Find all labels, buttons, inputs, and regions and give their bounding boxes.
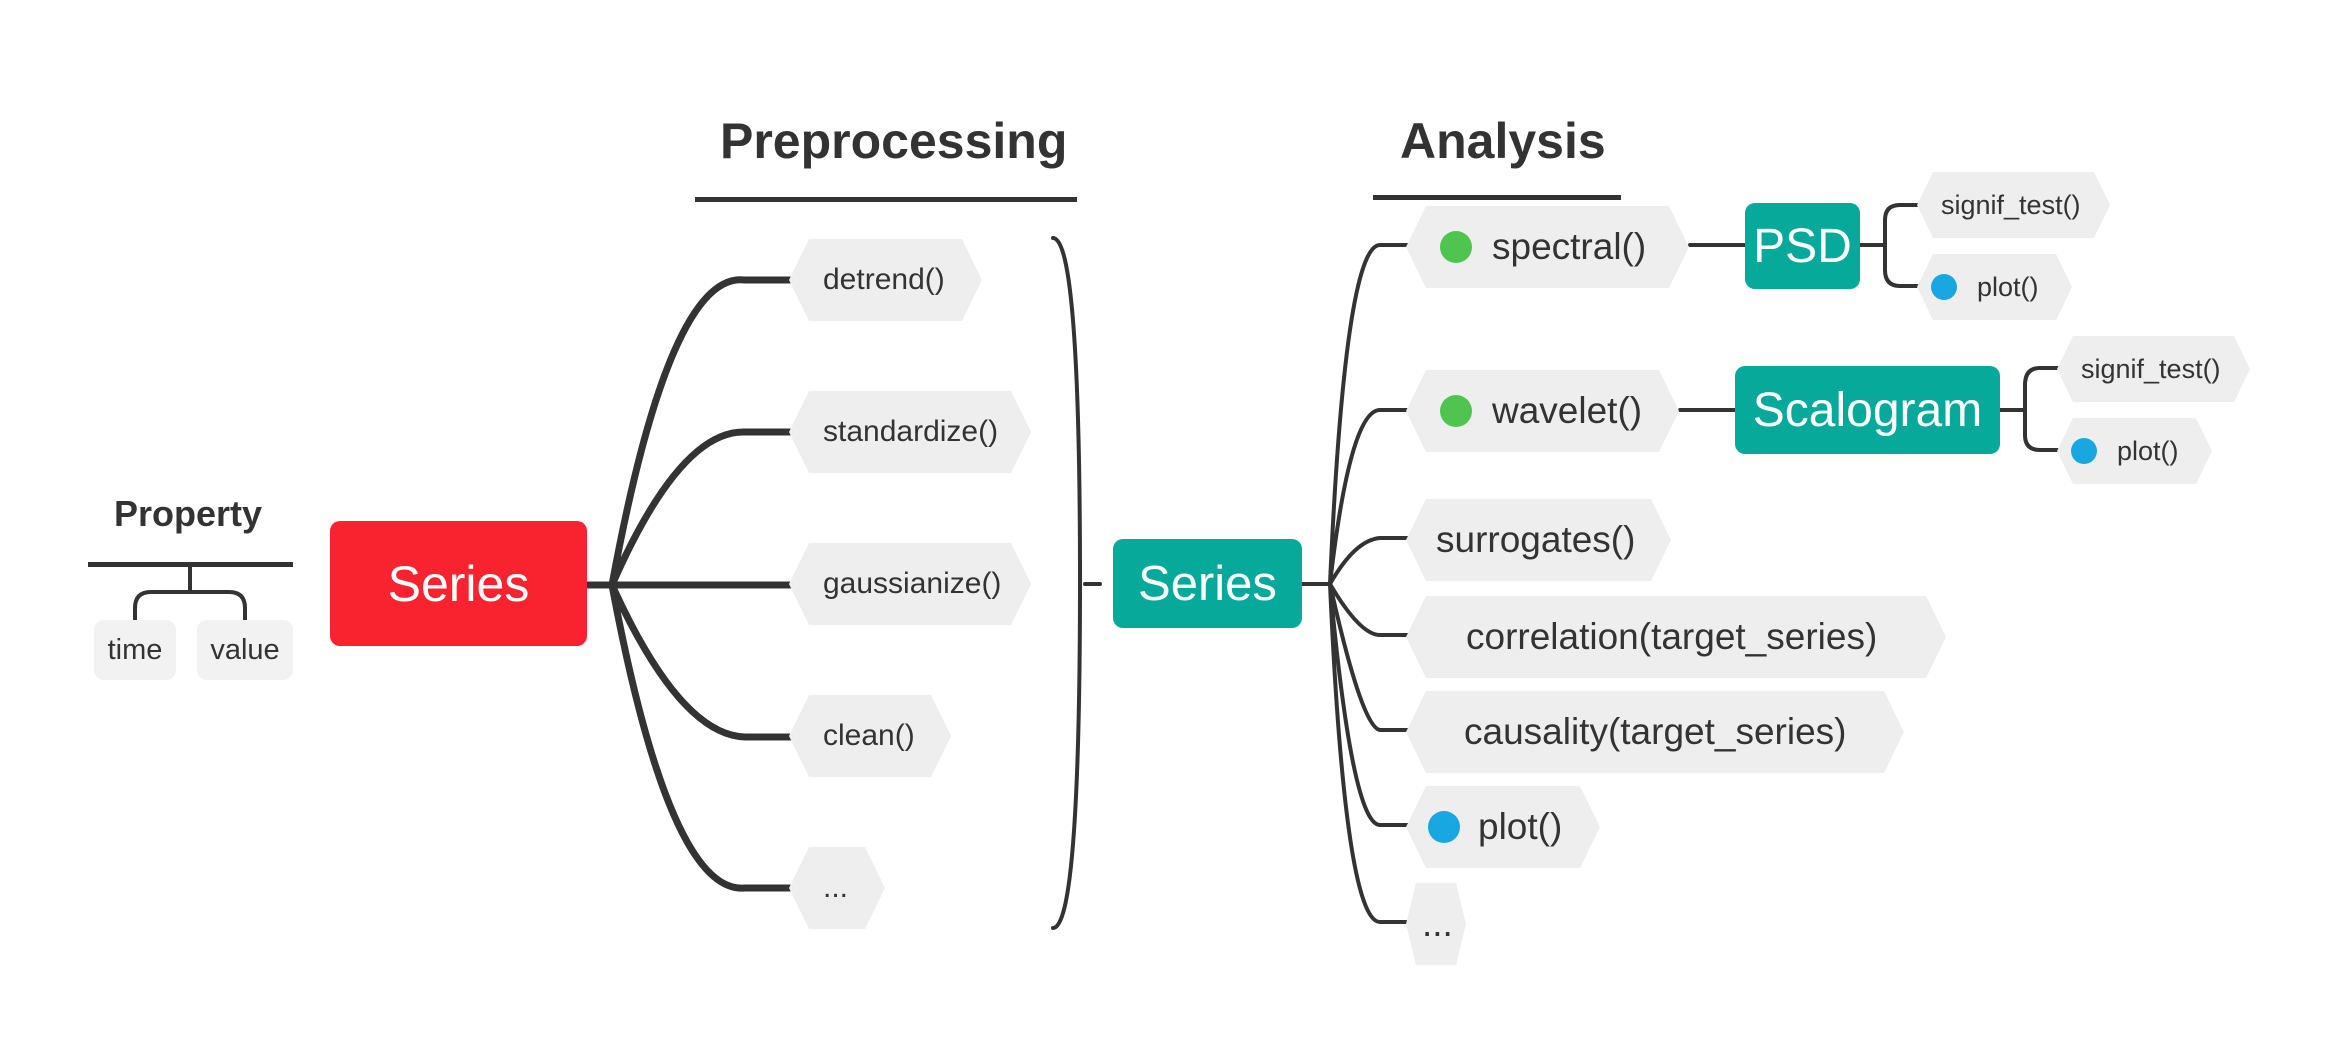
psd-plot: plot() (1917, 254, 2072, 320)
analysis-wavelet-label: wavelet() (1492, 390, 1643, 431)
analysis-heading: Analysis (1400, 113, 1606, 169)
preprocessing-bracket (1051, 236, 1083, 930)
preprocessing-standardize: standardize() (789, 391, 1031, 473)
analysis-plot-label: plot() (1478, 806, 1563, 847)
analysis-connector (1298, 243, 1410, 924)
blue-dot-icon (1931, 274, 1957, 300)
preprocessing-underline (695, 197, 1077, 202)
blue-dot-icon (1428, 811, 1460, 843)
property-heading: Property (114, 493, 263, 534)
analysis-wavelet: wavelet() (1406, 370, 1679, 452)
scalogram-node: Scalogram (1735, 366, 2000, 454)
preprocessing-clean: clean() (789, 695, 951, 777)
scalogram-plot-label: plot() (2117, 435, 2179, 466)
psd-signif-test: signif_test() (1917, 172, 2110, 238)
property-value: value (197, 620, 293, 680)
analysis-causality: causality(target_series) (1406, 691, 1904, 773)
preprocessing-connector (584, 276, 794, 892)
analysis-spectral-label: spectral() (1492, 226, 1647, 267)
blue-dot-icon (2071, 438, 2097, 464)
green-dot-icon (1440, 231, 1472, 263)
analysis-surrogates: surrogates() (1406, 499, 1671, 581)
preprocessing-more: ... (789, 847, 885, 929)
analysis-more: ... (1406, 883, 1466, 965)
scalogram-plot: plot() (2057, 418, 2212, 484)
analysis-spectral: spectral() (1406, 206, 1689, 288)
psd-plot-label: plot() (1977, 271, 2039, 302)
analysis-underline (1373, 195, 1621, 200)
scalogram-signif-test: signif_test() (2057, 336, 2250, 402)
preprocessing-detrend: detrend() (789, 239, 982, 321)
preprocessing-heading: Preprocessing (720, 113, 1068, 169)
property-time: time (94, 620, 176, 680)
series-output-node: Series (1113, 539, 1302, 628)
analysis-plot: plot() (1406, 786, 1600, 868)
green-dot-icon (1440, 395, 1472, 427)
property-underline (88, 562, 293, 567)
preprocessing-gaussianize: gaussianize() (789, 543, 1031, 625)
analysis-correlation: correlation(target_series) (1406, 596, 1946, 678)
series-input-node: Series (330, 521, 587, 646)
property-connector (133, 565, 247, 624)
psd-node: PSD (1745, 203, 1860, 289)
